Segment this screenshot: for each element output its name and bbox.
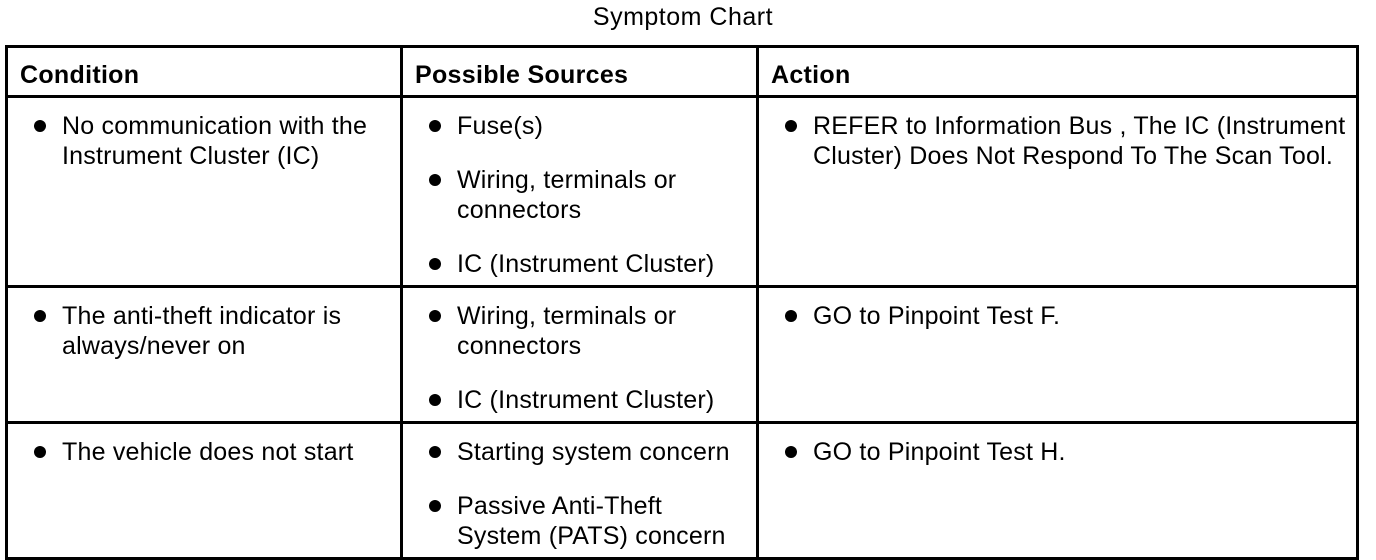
header-row: Condition Possible Sources Action [5, 45, 1359, 98]
bullet-icon [785, 120, 797, 132]
list-item: IC (Instrument Cluster) [415, 385, 744, 415]
cell-row2-action: GO to Pinpoint Test F. [756, 285, 1359, 424]
bullet-list: Starting system concern Passive Anti-The… [415, 437, 744, 551]
cell-row1-action: REFER to Information Bus , The IC (Instr… [756, 95, 1359, 288]
bullet-list: The vehicle does not start [20, 437, 390, 467]
table-row: No communication with the Instrument Clu… [5, 95, 1359, 288]
bullet-icon [34, 446, 46, 458]
bullet-list: Wiring, terminals or connectors IC (Inst… [415, 301, 744, 415]
bullet-icon [34, 120, 46, 132]
list-item: The vehicle does not start [20, 437, 390, 467]
column-header-action: Action [756, 45, 1359, 98]
cell-row3-sources: Starting system concern Passive Anti-The… [400, 421, 759, 560]
table-row: The anti-theft indicator is always/never… [5, 285, 1359, 424]
bullet-list: GO to Pinpoint Test F. [771, 301, 1354, 331]
action-text: REFER to Information Bus , The IC (Instr… [813, 112, 1346, 170]
table-row: The vehicle does not start Starting syst… [5, 421, 1359, 560]
bullet-list: The anti-theft indicator is always/never… [20, 301, 390, 361]
list-item: No communication with the Instrument Clu… [20, 111, 390, 171]
symptom-chart-table: Condition Possible Sources Action No com… [5, 45, 1359, 560]
bullet-icon [429, 258, 441, 270]
bullet-icon [429, 174, 441, 186]
condition-text: The vehicle does not start [62, 438, 354, 466]
source-text: IC (Instrument Cluster) [457, 386, 715, 414]
bullet-list: GO to Pinpoint Test H. [771, 437, 1354, 467]
source-text: IC (Instrument Cluster) [457, 250, 715, 278]
list-item: REFER to Information Bus , The IC (Instr… [771, 111, 1354, 171]
cell-row2-sources: Wiring, terminals or connectors IC (Inst… [400, 285, 759, 424]
condition-text: The anti-theft indicator is always/never… [62, 302, 342, 360]
cell-row1-sources: Fuse(s) Wiring, terminals or connectors … [400, 95, 759, 288]
list-item: Passive Anti-Theft System (PATS) concern [415, 491, 744, 551]
list-item: Starting system concern [415, 437, 744, 467]
column-header-possible-sources: Possible Sources [400, 45, 759, 98]
list-item: IC (Instrument Cluster) [415, 249, 744, 279]
list-item: Fuse(s) [415, 111, 744, 141]
source-text: Wiring, terminals or connectors [457, 302, 677, 360]
cell-row1-condition: No communication with the Instrument Clu… [5, 95, 403, 288]
cell-row3-action: GO to Pinpoint Test H. [756, 421, 1359, 560]
page-title: Symptom Chart [592, 3, 774, 31]
source-text: Passive Anti-Theft System (PATS) concern [457, 492, 726, 550]
list-item: Wiring, terminals or connectors [415, 301, 744, 361]
list-item: Wiring, terminals or connectors [415, 165, 744, 225]
bullet-icon [34, 310, 46, 322]
action-text: GO to Pinpoint Test H. [813, 438, 1066, 466]
list-item: GO to Pinpoint Test F. [771, 301, 1354, 331]
bullet-icon [429, 446, 441, 458]
bullet-list: Fuse(s) Wiring, terminals or connectors … [415, 111, 744, 279]
column-header-condition: Condition [5, 45, 403, 98]
bullet-icon [785, 446, 797, 458]
cell-row3-condition: The vehicle does not start [5, 421, 403, 560]
source-text: Starting system concern [457, 438, 730, 466]
bullet-list: No communication with the Instrument Clu… [20, 111, 390, 171]
bullet-list: REFER to Information Bus , The IC (Instr… [771, 111, 1354, 171]
list-item: The anti-theft indicator is always/never… [20, 301, 390, 361]
bullet-icon [429, 500, 441, 512]
bullet-icon [429, 310, 441, 322]
bullet-icon [785, 310, 797, 322]
condition-text: No communication with the Instrument Clu… [62, 112, 368, 170]
bullet-icon [429, 394, 441, 406]
source-text: Fuse(s) [457, 112, 544, 140]
action-text: GO to Pinpoint Test F. [813, 302, 1061, 330]
cell-row2-condition: The anti-theft indicator is always/never… [5, 285, 403, 424]
list-item: GO to Pinpoint Test H. [771, 437, 1354, 467]
bullet-icon [429, 120, 441, 132]
source-text: Wiring, terminals or connectors [457, 166, 677, 224]
